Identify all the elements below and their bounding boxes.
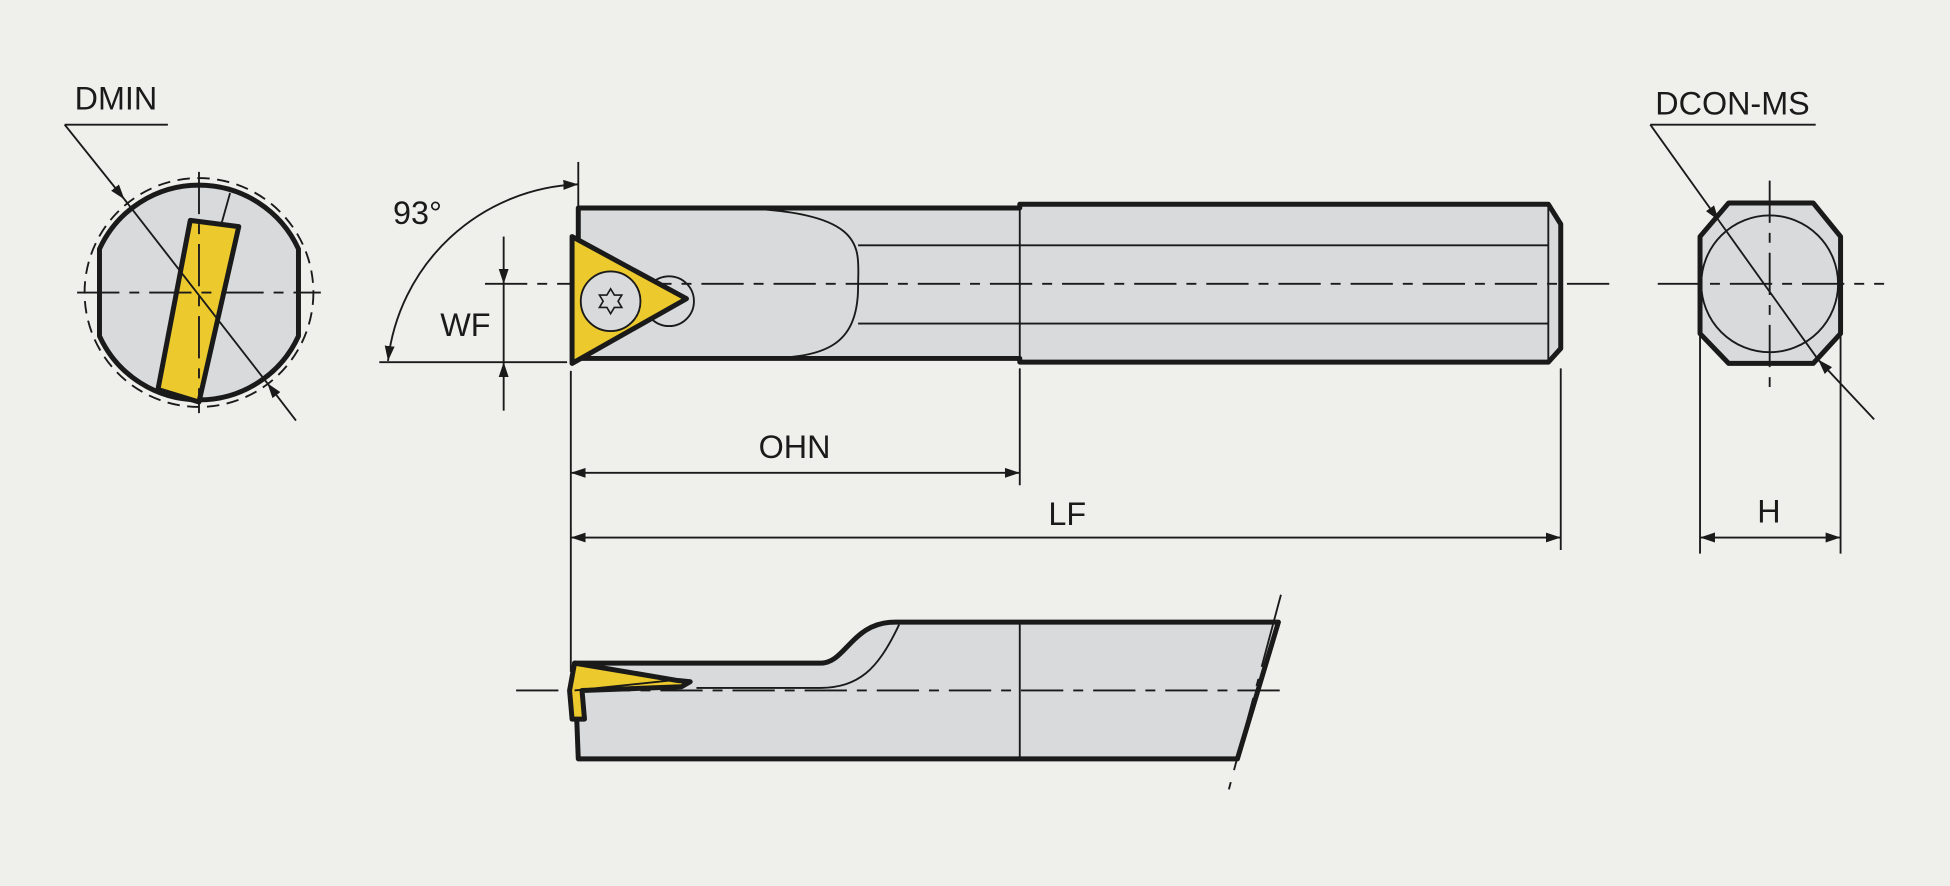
h-label: H (1757, 494, 1780, 530)
dmin-label: DMIN (75, 81, 158, 117)
side-view (516, 594, 1288, 791)
angle-label: 93° (393, 195, 442, 231)
side-body (572, 619, 1281, 762)
dcon-leader (1649, 124, 1720, 221)
lf-label: LF (1048, 496, 1086, 532)
dcon-ms-label: DCON-MS (1655, 86, 1809, 122)
ohn-label: OHN (759, 429, 831, 465)
end-view-left: DMIN (63, 81, 321, 422)
break-line (1227, 594, 1282, 791)
screw-head (579, 270, 642, 333)
top-view: 93° WF OHN LF (379, 161, 1617, 672)
end-view-right: DCON-MS H (1649, 86, 1885, 554)
angle-arc (384, 179, 579, 362)
dmin-leader (63, 124, 126, 200)
wf-label: WF (440, 307, 490, 343)
torx-icon (597, 287, 624, 316)
